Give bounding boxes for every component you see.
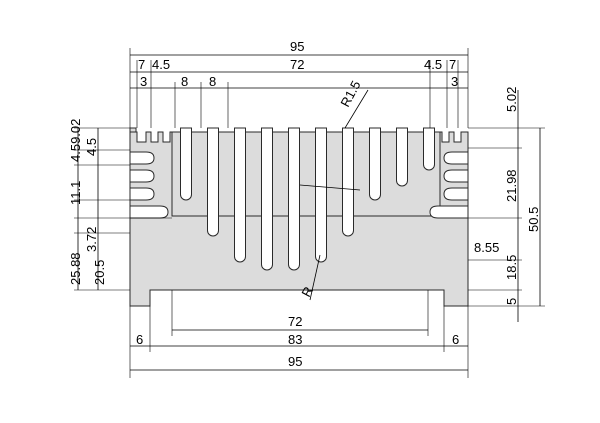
dim-top-left-8b: 8 xyxy=(209,74,216,89)
dim-radius-top: R1.5 xyxy=(337,78,363,109)
dim-bottom-total: 95 xyxy=(288,354,302,369)
dim-left-11-1: 11.1 xyxy=(68,181,83,205)
fin-slot-10 xyxy=(423,127,435,171)
dimension-labels: 95 72 7 4.5 3 8 8 4.5 7 3 R1.5 R 4.59.02… xyxy=(68,39,541,369)
dim-right-21-98: 21.98 xyxy=(504,169,519,202)
dim-top-total: 95 xyxy=(290,39,304,54)
dim-left-25-88: 25.88 xyxy=(68,252,83,285)
fin-slot-2 xyxy=(207,127,219,237)
dim-top-right-7: 7 xyxy=(449,57,456,72)
dim-left-4-5: 4.5 xyxy=(84,138,99,156)
right-fin-slot-2 xyxy=(443,169,469,183)
dim-right-5: 5 xyxy=(504,298,519,305)
left-side-fins xyxy=(129,151,169,219)
dim-bottom-6-right: 6 xyxy=(452,332,459,347)
dim-left-20-5: 20.5 xyxy=(92,260,107,285)
fin-slot-8 xyxy=(369,127,381,201)
fin-slot-6 xyxy=(315,127,327,263)
fin-slot-7 xyxy=(342,127,354,237)
left-fin-slot-4 xyxy=(129,205,169,219)
dim-top-right-4-5: 4.5 xyxy=(424,57,442,72)
fin-slots xyxy=(180,127,435,271)
fin-slot-3 xyxy=(234,127,246,263)
fin-slot-1 xyxy=(180,127,192,201)
dim-left-4-5-9-02: 4.59.02 xyxy=(68,119,83,162)
dim-bottom-6-left: 6 xyxy=(136,332,143,347)
right-side-fins xyxy=(429,151,469,219)
dim-right-8-55: 8.55 xyxy=(474,240,499,255)
right-fin-slot-1 xyxy=(443,151,469,165)
dim-right-50-5: 50.5 xyxy=(526,207,541,232)
dim-top-left-8a: 8 xyxy=(181,74,188,89)
dimension-lines xyxy=(74,48,545,378)
right-fin-slot-4 xyxy=(429,205,469,219)
right-fin-slot-3 xyxy=(443,187,469,201)
fin-slot-9 xyxy=(396,127,408,187)
fin-slot-5 xyxy=(288,127,300,271)
dim-right-18-5: 18.5 xyxy=(504,255,519,280)
dim-top-right-3: 3 xyxy=(451,74,458,89)
dim-top-left-4-5: 4.5 xyxy=(152,57,170,72)
left-fin-slot-2 xyxy=(129,169,155,183)
left-fin-slot-1 xyxy=(129,151,155,165)
dim-top-left-3: 3 xyxy=(140,74,147,89)
dim-top-inner: 72 xyxy=(290,57,304,72)
dim-bottom-72: 72 xyxy=(288,314,302,329)
dim-top-left-7: 7 xyxy=(138,57,145,72)
dim-left-3-72: 3.72 xyxy=(84,227,99,252)
dim-bottom-83: 83 xyxy=(288,332,302,347)
fin-slot-4 xyxy=(261,127,273,271)
left-fin-slot-3 xyxy=(129,187,155,201)
dim-right-5-02: 5.02 xyxy=(504,87,519,112)
